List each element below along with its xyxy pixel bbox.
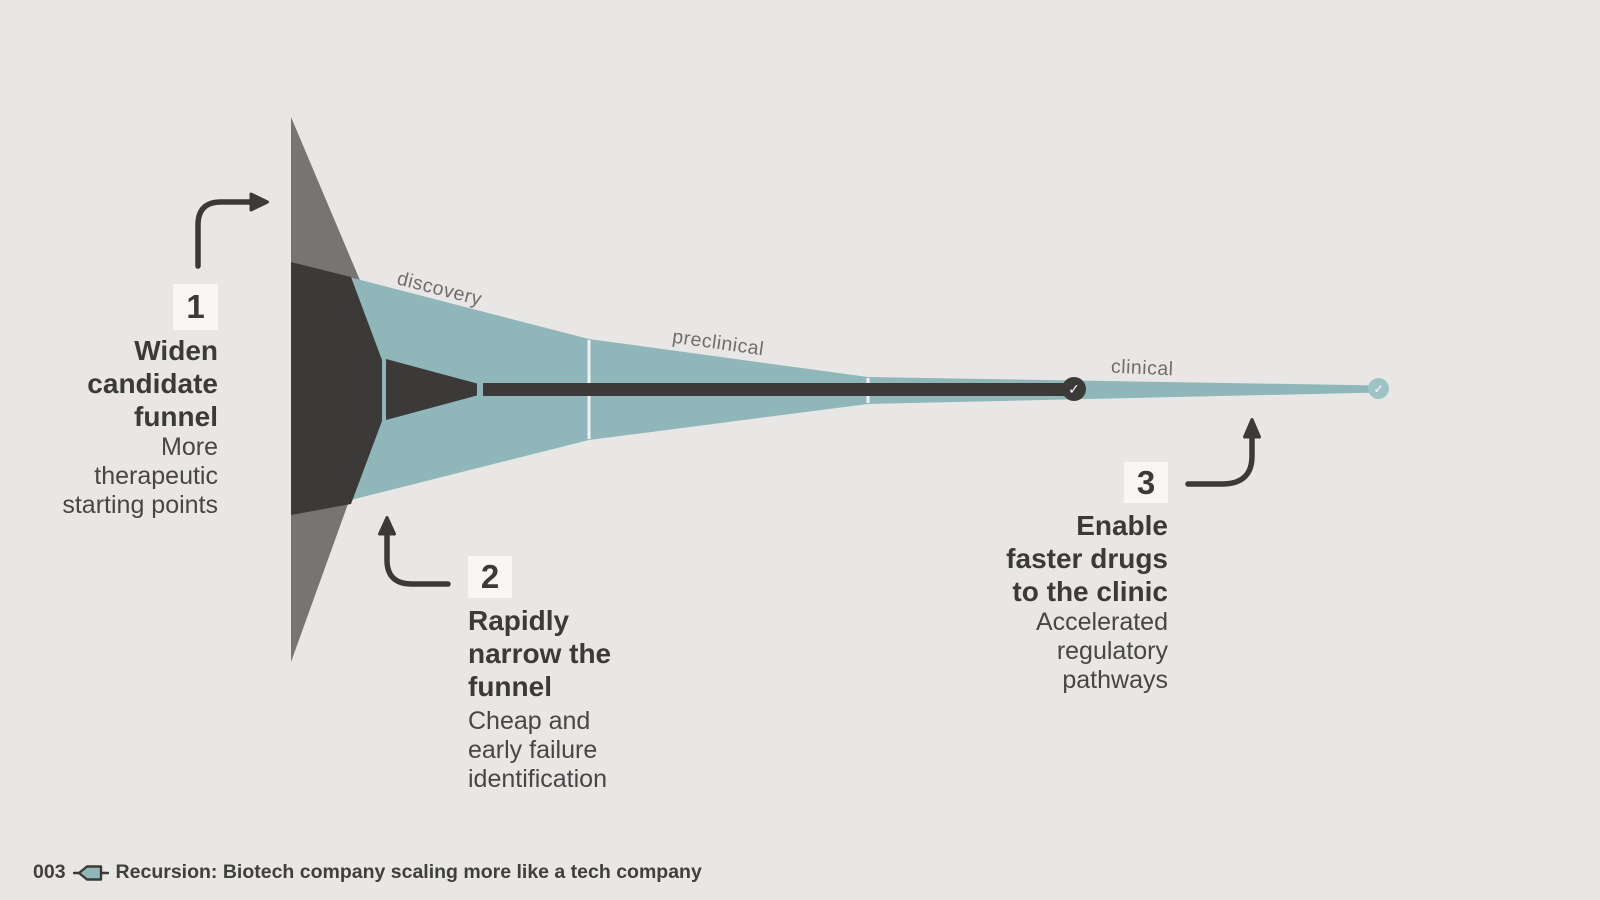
footer-caption-row: 003 Recursion: Biotech company scaling m… xyxy=(33,861,702,884)
arrow-head-1 xyxy=(249,192,269,212)
pill-icon xyxy=(72,864,109,881)
checkmark-icon: ✓ xyxy=(1068,380,1080,397)
annotation-2-subtitle-line: identification xyxy=(468,765,607,793)
arrow-head-2 xyxy=(378,516,396,536)
annotation-3-subtitle-line: pathways xyxy=(1062,666,1168,694)
annotation-3-title: Enable faster drugs to the clinic xyxy=(1006,509,1168,608)
annotation-1-subtitle-line: therapeutic xyxy=(94,462,218,490)
arrow-head-3 xyxy=(1243,418,1261,439)
annotation-2-title-line: Rapidly xyxy=(468,605,570,636)
stage-label-clinical: clinical xyxy=(1110,355,1175,381)
footer-index: 003 xyxy=(33,861,66,883)
annotation-1-title-line: funnel xyxy=(134,401,218,432)
footer-text: Recursion: Biotech company scaling more … xyxy=(115,861,702,883)
annotation-1-subtitle-line: starting points xyxy=(62,491,218,519)
funnel-dark-bar xyxy=(483,383,1068,396)
annotation-2-badge: 2 xyxy=(468,556,512,598)
annotation-1-badge: 1 xyxy=(173,284,218,330)
annotation-3-subtitle-line: regulatory xyxy=(1056,637,1168,665)
annotation-2-title-line: funnel xyxy=(468,671,552,702)
milestone-dark: ✓ xyxy=(1062,377,1086,401)
annotation-3-title-line: Enable xyxy=(1076,510,1168,541)
funnel-dark-mouth xyxy=(291,262,382,515)
checkmark-icon: ✓ xyxy=(1373,381,1384,396)
annotation-1-title-line: candidate xyxy=(87,368,218,399)
annotation-2-title: Rapidly narrow the funnel xyxy=(468,604,611,703)
annotation-1-subtitle: More therapeutic starting points xyxy=(62,433,218,520)
annotation-2: 2 Rapidly narrow the funnel Cheap and ea… xyxy=(468,556,688,794)
annotation-3-badge: 3 xyxy=(1124,462,1168,503)
annotation-2-subtitle-line: early failure xyxy=(468,736,598,764)
annotation-1-title-line: Widen xyxy=(134,335,218,366)
annotation-2-title-line: narrow the xyxy=(468,638,612,669)
annotation-1-title: Widen candidate funnel xyxy=(87,334,218,433)
annotation-3-subtitle: Accelerated regulatory pathways xyxy=(1036,608,1168,695)
curved-arrow-2 xyxy=(384,531,451,587)
curved-arrow-1 xyxy=(195,199,254,269)
annotation-2-subtitle-line: Cheap and xyxy=(468,707,591,735)
annotation-2-subtitle: Cheap and early failure identification xyxy=(468,707,607,794)
annotation-1-subtitle-line: More xyxy=(161,433,218,461)
milestone-teal: ✓ xyxy=(1368,378,1389,399)
annotation-3-subtitle-line: Accelerated xyxy=(1035,608,1168,636)
annotation-3-title-line: faster drugs xyxy=(1006,543,1168,574)
annotation-3-title-line: to the clinic xyxy=(1012,576,1168,607)
annotation-1: 1 Widen candidate funnel More therapeuti… xyxy=(30,284,218,520)
curved-arrow-3 xyxy=(1185,433,1255,487)
annotation-3: 3 Enable faster drugs to the clinic Acce… xyxy=(948,462,1168,695)
funnel-dark-wedge xyxy=(386,359,477,420)
